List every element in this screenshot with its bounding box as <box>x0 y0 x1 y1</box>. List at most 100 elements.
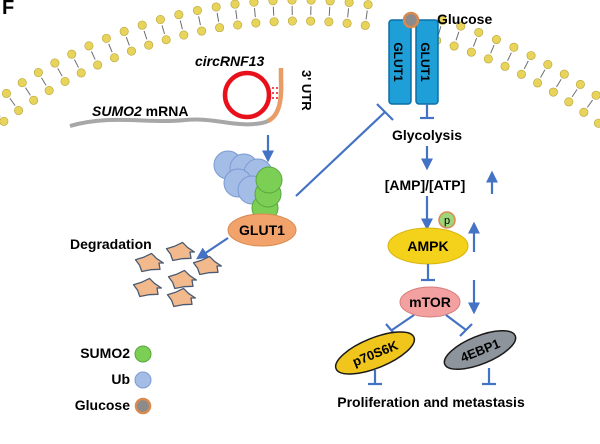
glut1-transporter-right: GLUT1 <box>416 20 438 104</box>
lipid-head <box>565 98 573 106</box>
lipid-tail <box>25 88 30 96</box>
lipid-head <box>34 68 42 76</box>
glut1-transporter-left: GLUT1 <box>389 20 411 104</box>
legend: SUMO2 Ub Glucose <box>75 345 151 413</box>
mtor-to-p70s6k-line <box>392 315 414 330</box>
lipid-head <box>484 55 492 63</box>
glucose-molecule <box>404 13 418 27</box>
lipid-tail <box>508 53 512 61</box>
lipid-tail <box>41 78 46 86</box>
lipid-head <box>475 28 483 36</box>
lipid-tail <box>126 37 129 45</box>
sumo2-gene-name: SUMO2 <box>92 103 142 119</box>
4ebp1-node: 4EBP1 <box>440 323 521 377</box>
lipid-tail <box>199 16 201 25</box>
degradation-label: Degradation <box>70 236 152 252</box>
cell-membrane <box>0 0 600 378</box>
lipid-head <box>307 0 315 4</box>
lipid-head <box>156 15 164 23</box>
degradation-arrow <box>198 238 228 258</box>
lipid-head <box>68 50 76 58</box>
lipid-head <box>592 91 600 99</box>
lipid-head <box>2 89 10 97</box>
protein-fragment <box>134 278 162 296</box>
glut1-left-label: GLUT1 <box>391 42 405 82</box>
lipid-tail <box>236 10 237 19</box>
lipid-head <box>288 17 296 25</box>
lipid-head <box>269 0 277 5</box>
protein-fragment <box>167 242 195 260</box>
utr-label: 3' UTR <box>299 70 314 111</box>
lipid-head <box>162 36 170 44</box>
lipid-head <box>364 0 372 8</box>
lipid-head <box>594 119 600 127</box>
mtor-to-4ebp1-line <box>446 315 466 330</box>
legend-label-sumo2: SUMO2 <box>80 345 130 361</box>
legend-swatch-glucose <box>136 399 150 413</box>
lipid-head <box>193 6 201 14</box>
glucose-top-label: Glucose <box>437 11 492 27</box>
lipid-head <box>326 0 334 5</box>
ampk-label: AMPK <box>407 238 448 254</box>
lipid-head <box>549 88 557 96</box>
lipid-tail <box>556 79 561 87</box>
lipid-tail <box>348 8 349 17</box>
lipid-head <box>450 42 458 50</box>
lipid-head <box>576 80 584 88</box>
lipid-head <box>533 79 541 87</box>
lipid-head <box>517 70 525 78</box>
circrna-ring <box>225 73 269 117</box>
lipid-head <box>18 78 26 86</box>
protein-fragment <box>168 288 196 306</box>
lipid-head <box>250 0 258 6</box>
lipid-head <box>29 96 37 104</box>
lipid-head <box>544 60 552 68</box>
lipid-tail <box>366 11 367 20</box>
lipid-head <box>138 21 146 29</box>
lipid-head <box>110 54 118 62</box>
lipid-head <box>180 31 188 39</box>
lipid-tail <box>572 89 577 97</box>
lipid-head <box>175 10 183 18</box>
lipid-head <box>252 19 260 27</box>
lipid-tail <box>58 68 62 76</box>
lipid-tail <box>74 60 78 68</box>
legend-label-ub: Ub <box>111 371 130 387</box>
lipid-head <box>467 48 475 56</box>
ubiquitin-sumo-cluster <box>214 151 282 221</box>
lipid-head <box>145 41 153 49</box>
lipid-head <box>270 17 278 25</box>
lipid-tail <box>217 13 218 22</box>
lipid-head <box>231 0 239 8</box>
lipid-head <box>120 27 128 35</box>
sumo2-mrna-label: SUMO2 mRNA <box>92 103 188 119</box>
lipid-tail <box>162 25 164 34</box>
legend-swatch-sumo2 <box>135 346 151 362</box>
lipid-tail <box>91 51 95 59</box>
lipid-tail <box>456 32 459 41</box>
lipid-head <box>215 23 223 31</box>
panel-letter: F <box>2 0 14 19</box>
phospho-label: p <box>444 215 450 227</box>
complex-inhibits-glut1 <box>296 112 385 196</box>
glycolysis-label: Glycolysis <box>392 127 462 143</box>
lipid-head <box>560 70 568 78</box>
lipid-head <box>0 117 8 125</box>
protein-fragment <box>194 256 222 274</box>
lipid-head <box>102 34 110 42</box>
circrna-label: circRNF13 <box>195 53 264 69</box>
lipid-tail <box>587 100 592 107</box>
amp-atp-label: [AMP]/[ATP] <box>385 177 466 193</box>
proliferation-label: Proliferation and metastasis <box>337 394 525 410</box>
protein-fragment <box>136 253 164 271</box>
lipid-head <box>501 62 509 70</box>
lipid-head <box>345 0 353 7</box>
lipid-head <box>51 59 59 67</box>
lipid-head <box>510 43 518 51</box>
lipid-tail <box>180 20 182 29</box>
protein-fragment <box>169 270 197 288</box>
lipid-head <box>492 35 500 43</box>
lipid-head <box>233 21 241 29</box>
lipid-tail <box>473 38 476 46</box>
